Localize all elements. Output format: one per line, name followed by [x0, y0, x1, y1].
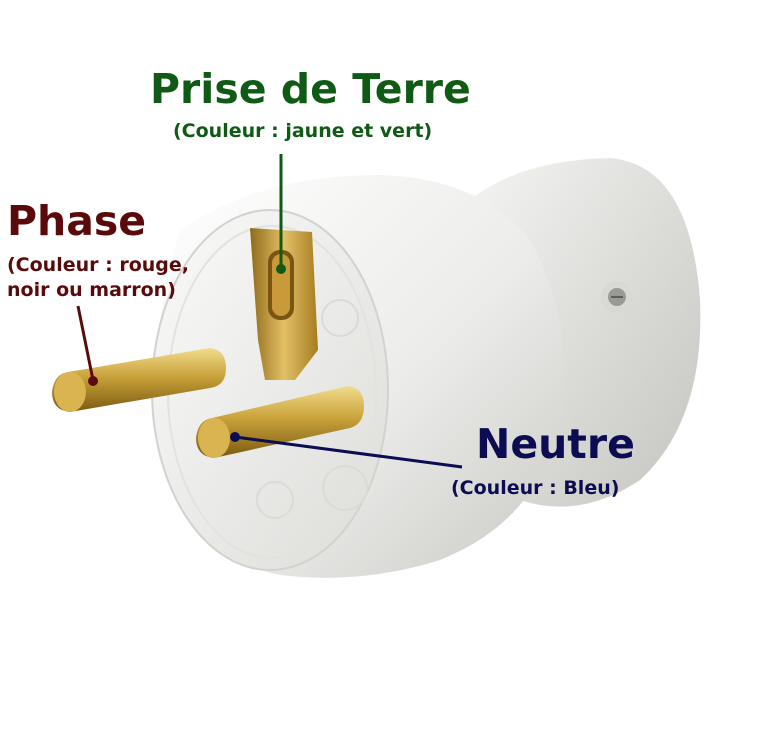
phase-leader-line [76, 305, 95, 381]
neutre-subtitle: (Couleur : Bleu) [451, 477, 620, 499]
terre-subtitle: (Couleur : jaune et vert) [173, 120, 433, 142]
phase-subtitle: (Couleur : rouge, noir ou marron) [7, 254, 189, 301]
terre-leader-dot [276, 264, 286, 274]
phase-title: Phase [7, 197, 147, 245]
neutre-leader-line [234, 435, 463, 469]
phase-leader-dot [88, 376, 98, 386]
phase-pin [52, 348, 226, 412]
neutre-leader-dot [230, 432, 240, 442]
neutre-title: Neutre [476, 420, 635, 468]
terre-title: Prise de Terre [150, 65, 471, 113]
